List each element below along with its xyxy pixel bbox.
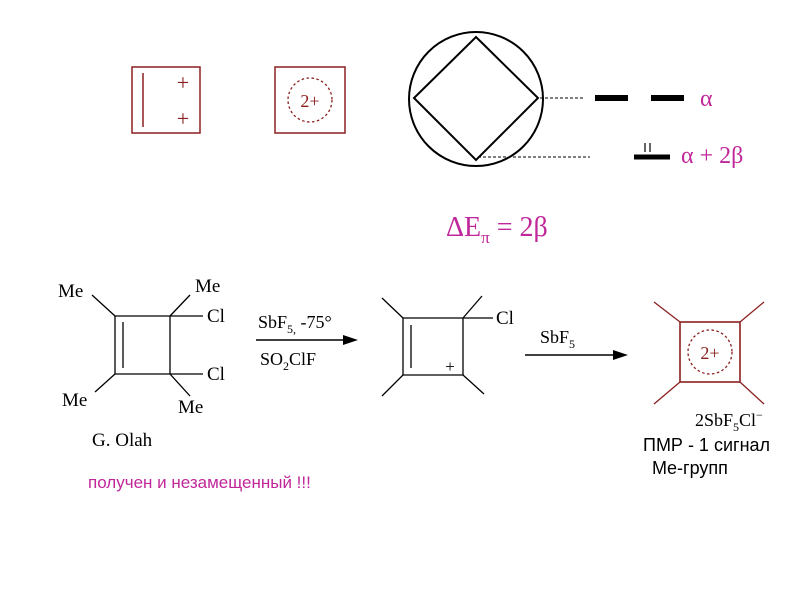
nmr-line-2: Me-групп [652, 458, 728, 478]
step2-reagent: SbF5 [540, 327, 575, 351]
note-label: получен и незамещенный !!! [88, 473, 311, 492]
step1-reagent-bottom: SO2ClF [260, 349, 316, 373]
box1-plus-top: + [177, 70, 189, 95]
step1-reagent-top: SbF5, -75° [258, 312, 332, 336]
reactant-cl-top: Cl [207, 306, 225, 327]
cyclobutadiene-dication-delocalized: 2+ [274, 66, 346, 134]
reaction-step-2: SbF5 [525, 327, 628, 360]
reactant-cl-bottom: Cl [207, 364, 225, 385]
frost-circle-diagram: α α + 2β [408, 31, 743, 169]
product-charge: 2+ [700, 343, 719, 363]
box2-frame [274, 66, 346, 134]
intermediate-cl: Cl [496, 308, 514, 329]
frost-circle [408, 31, 544, 167]
reactant-me-top-left: Me [58, 281, 83, 302]
product-molecule: 2+ 2SbF5Cl− [653, 301, 765, 434]
product-counterion: 2SbF5Cl− [695, 408, 763, 434]
product-dashed-circle [687, 329, 733, 375]
step2-arrow-head [613, 350, 628, 360]
reaction-step-1: SbF5, -75° SO2ClF [256, 312, 358, 373]
reactant-molecule: Me Me Cl Cl Me Me [58, 276, 225, 418]
reactant-me-top-right: Me [195, 276, 220, 297]
energy-equation: ΔEπ = 2β [446, 212, 548, 247]
reactant-me-bottom-right: Me [178, 397, 203, 418]
product-frame [679, 321, 741, 383]
cyclobutadiene-dication-localized: + + [131, 66, 201, 134]
level-label-alpha: α [700, 86, 713, 112]
reactant-me-bottom-left: Me [62, 390, 87, 411]
step1-arrow-head [343, 335, 358, 345]
author-label: G. Olah [92, 430, 153, 451]
frost-inscribed-square [412, 35, 540, 162]
intermediate-molecule: Cl + [381, 295, 514, 397]
box1-plus-bottom: + [177, 106, 189, 131]
level-label-alpha-2beta: α + 2β [681, 143, 743, 169]
nmr-line-1: ПМР - 1 сигнал [643, 435, 770, 455]
box2-dashed-circle [287, 77, 333, 123]
intermediate-plus: + [445, 357, 455, 376]
box1-frame [131, 66, 201, 134]
box2-charge: 2+ [300, 91, 319, 111]
